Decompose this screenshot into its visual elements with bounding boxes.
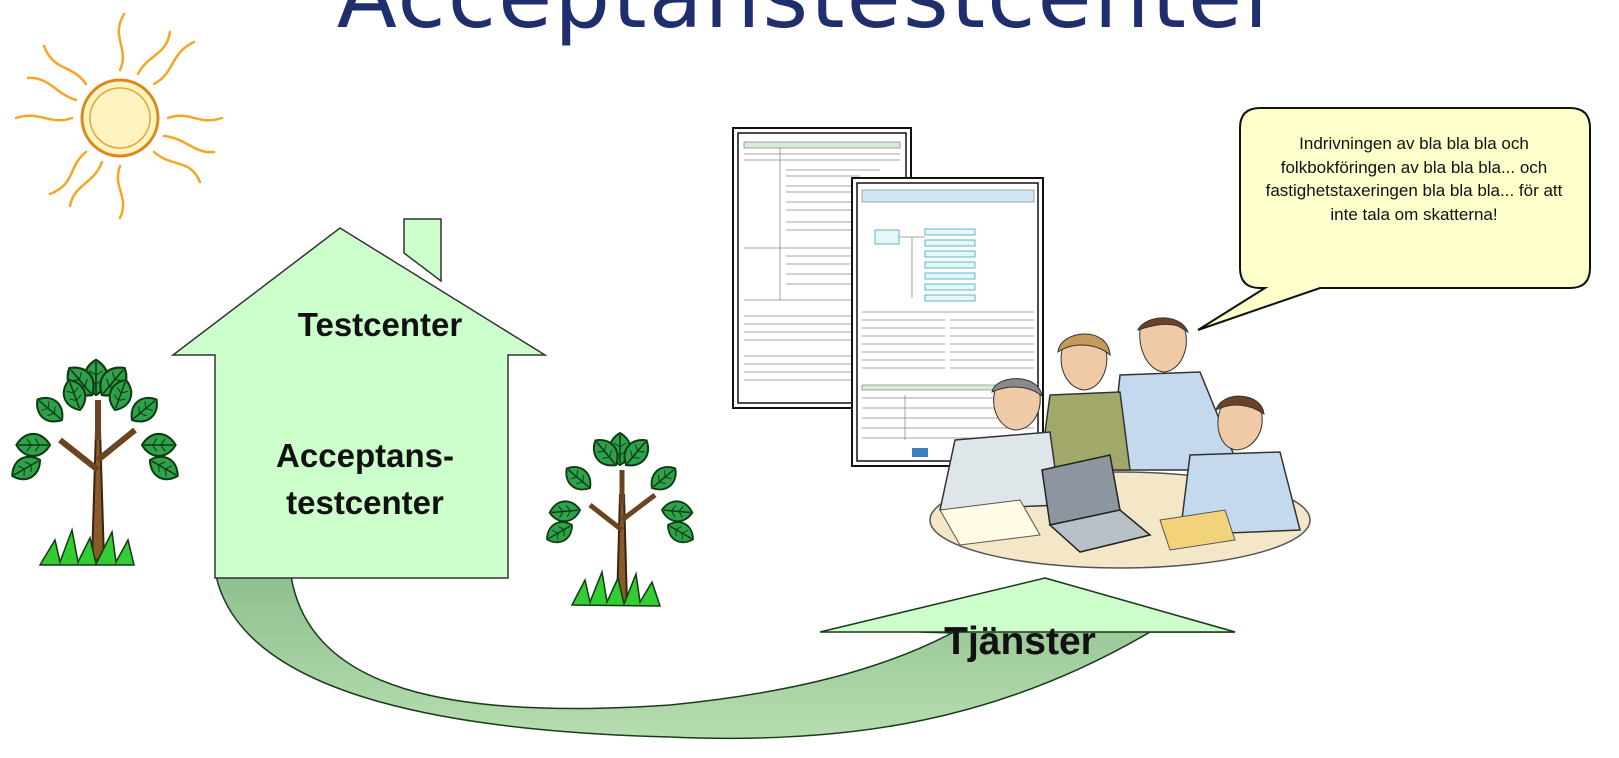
house-body-label-line2: testcenter bbox=[286, 484, 444, 521]
tree-icon bbox=[6, 358, 184, 567]
sun-icon bbox=[14, 12, 224, 220]
house-shape bbox=[170, 218, 548, 579]
tree-icon bbox=[541, 432, 699, 607]
page-title: Acceptanstestcenter bbox=[0, 0, 1619, 42]
arrow-label: Tjänster bbox=[944, 620, 1096, 663]
people-at-laptop-icon bbox=[929, 317, 1311, 569]
speech-bubble-text: Indrivningen av bla bla bla och folkbokf… bbox=[1265, 134, 1563, 224]
arrow-head bbox=[819, 577, 1236, 633]
house-body-label-line1: Acceptans- bbox=[276, 437, 454, 474]
speech-bubble bbox=[1197, 107, 1591, 331]
house-roof-label: Testcenter bbox=[297, 306, 463, 343]
house-body-label: Acceptans- testcenter bbox=[220, 432, 510, 526]
